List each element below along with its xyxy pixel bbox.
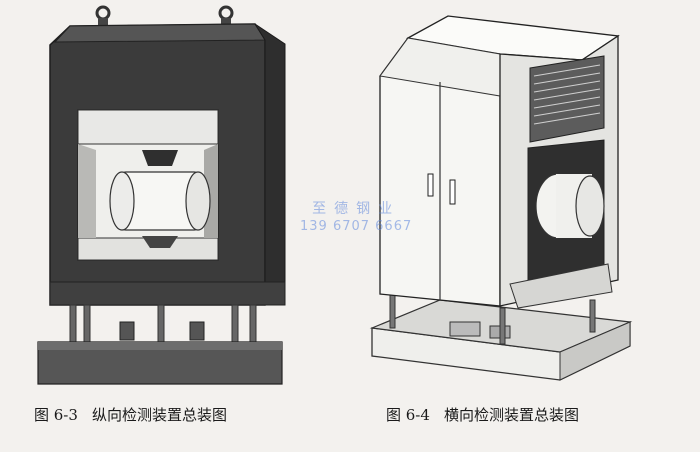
- watermark-name: 至德钢业: [312, 201, 401, 217]
- figure-title: 纵向检测装置总装图: [91, 406, 227, 424]
- figure-transverse: 图 6-4 横向检测装置总装图: [350, 0, 700, 452]
- lifting-ring-left: [95, 5, 111, 21]
- transverse-device-drawing: [369, 15, 633, 381]
- figure-number: 图 6-3: [34, 406, 78, 424]
- vent-grille: [529, 55, 605, 143]
- door-handle-right: [449, 179, 456, 205]
- longitudinal-device-drawing: [37, 5, 286, 385]
- watermark: 至德钢业 139 6707 6667: [300, 200, 412, 236]
- probe-top: [142, 150, 178, 166]
- figure-number: 图 6-4: [386, 406, 430, 424]
- figure-caption-6-3: 图 6-3 纵向检测装置总装图: [34, 404, 227, 425]
- figure-title: 横向检测装置总装图: [443, 406, 579, 424]
- figure-longitudinal: 图 6-3 纵向检测装置总装图: [34, 5, 286, 425]
- lifting-ring-right: [218, 5, 234, 21]
- figure-caption-6-4: 图 6-4 横向检测装置总装图: [386, 404, 579, 425]
- watermark-phone: 139 6707 6667: [300, 219, 413, 234]
- door-handle-left: [427, 173, 434, 197]
